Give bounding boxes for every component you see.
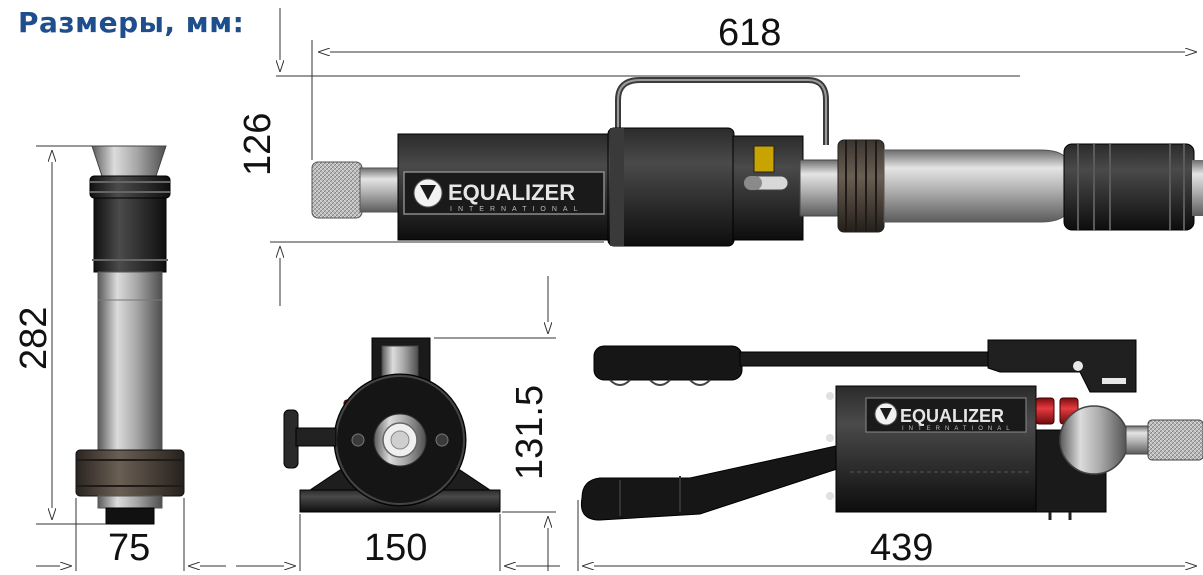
top-view-tool: EQUALIZER INTERNATIONAL xyxy=(311,77,1203,247)
dim-pump-height: 131.5 xyxy=(509,385,551,480)
dim-pump-width: 150 xyxy=(364,527,427,569)
brand-sub: INTERNATIONAL xyxy=(450,206,584,213)
dimension-lines xyxy=(36,8,1197,571)
dim-tool-height: 282 xyxy=(13,307,55,370)
pump-front-view xyxy=(283,337,501,513)
brand-name-pump: EQUALIZER xyxy=(900,406,1004,426)
pump-side-view: EQUALIZER INTERNATIONAL xyxy=(580,339,1203,521)
dim-tool-diameter: 75 xyxy=(108,527,150,569)
brand-logo: EQUALIZER INTERNATIONAL xyxy=(403,171,605,215)
dim-pump-length: 439 xyxy=(870,527,933,569)
page-title: Размеры, мм: xyxy=(18,6,245,39)
side-view-tool xyxy=(75,145,185,525)
dim-overall-length: 618 xyxy=(718,12,781,54)
brand-name: EQUALIZER xyxy=(448,180,575,205)
dim-body-height: 126 xyxy=(237,113,279,176)
brand-sub-pump: INTERNATIONAL xyxy=(902,426,1015,432)
